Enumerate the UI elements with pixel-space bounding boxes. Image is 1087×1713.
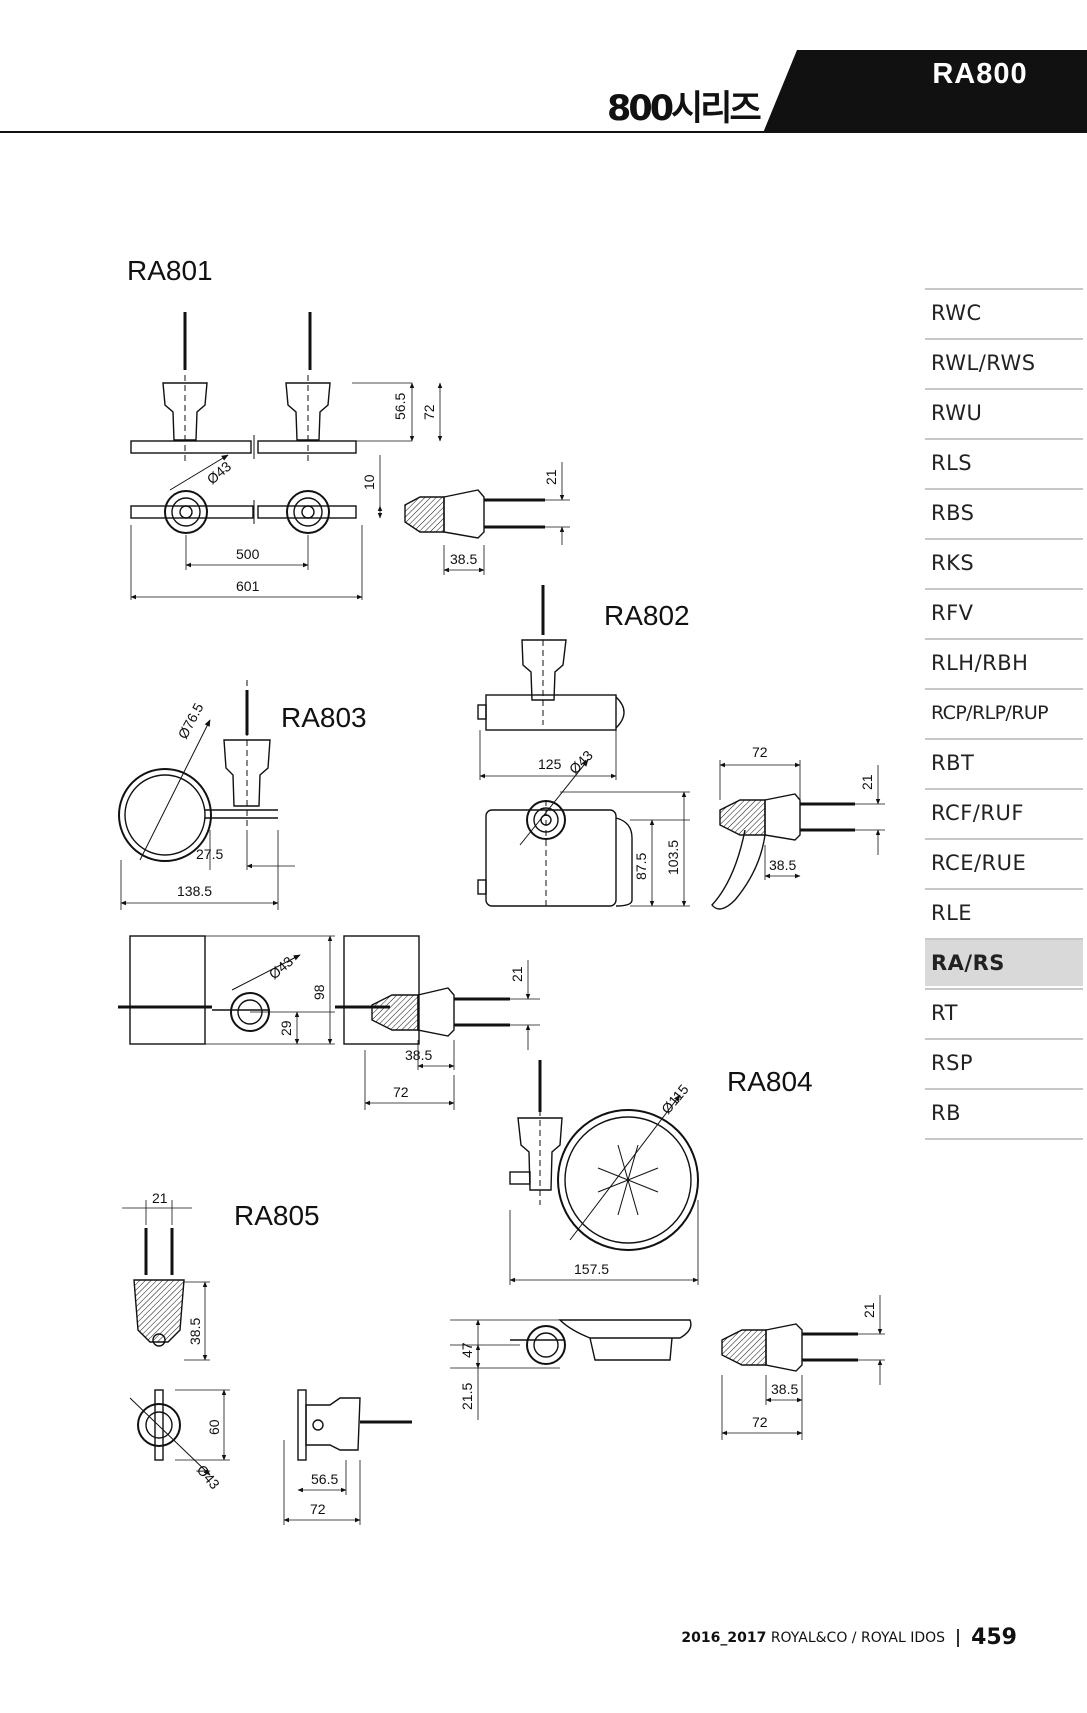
menu-item-rwu[interactable]: RWU — [925, 388, 1083, 436]
ra802-dim-dia43: Ø43 — [566, 747, 596, 777]
ra802-dim-125: 125 — [538, 756, 562, 772]
ra803-dim-29: 29 — [278, 1020, 294, 1036]
ra802-dim-87-5: 87.5 — [633, 853, 649, 880]
menu-item-rfv[interactable]: RFV — [925, 588, 1083, 636]
ra805-dim-60: 60 — [206, 1419, 222, 1435]
menu-item-rt[interactable]: RT — [925, 988, 1083, 1036]
ra804-dim-21-5: 21.5 — [459, 1383, 475, 1410]
model-label-ra805: RA805 — [234, 1200, 320, 1231]
model-label-ra801: RA801 — [127, 255, 213, 286]
series-title: 800시리즈 — [607, 89, 762, 129]
ra803-dim-27-5: 27.5 — [196, 846, 223, 862]
ra802-dim-103-5: 103.5 — [665, 840, 681, 875]
ra804-drawing — [450, 1060, 885, 1440]
ra801-dim-72: 72 — [421, 404, 437, 420]
ra804-dim-21: 21 — [861, 1302, 877, 1318]
menu-item-rls[interactable]: RLS — [925, 438, 1083, 486]
ra803-dim-21: 21 — [509, 966, 525, 982]
ra804-dim-72: 72 — [752, 1414, 768, 1430]
menu-item-rce-rue[interactable]: RCE/RUE — [925, 838, 1083, 886]
ra803-drawing — [118, 680, 540, 1110]
menu-item-ra-rs[interactable]: RA/RS — [925, 938, 1083, 986]
page-number: 459 — [971, 1625, 1017, 1650]
ra801-dim-56-5: 56.5 — [392, 393, 408, 420]
ra805-dim-72: 72 — [310, 1501, 326, 1517]
ra805-dim-dia43: Ø43 — [194, 1462, 223, 1493]
series-tab-shape — [763, 50, 1087, 133]
menu-item-rlh-rbh[interactable]: RLH/RBH — [925, 638, 1083, 686]
ra801-dim-21: 21 — [543, 469, 559, 485]
ra802-dim-72: 72 — [752, 744, 768, 760]
ra803-dim-138-5: 138.5 — [177, 883, 212, 899]
menu-item-rbt[interactable]: RBT — [925, 738, 1083, 786]
ra805-dim-21: 21 — [152, 1190, 168, 1206]
ra804-dim-47: 47 — [459, 1342, 475, 1358]
page-footer: 2016_2017 ROYAL&CO / ROYAL IDOS 459 — [681, 1625, 1017, 1650]
model-label-ra804: RA804 — [727, 1066, 813, 1097]
ra804-dim-38-5: 38.5 — [771, 1381, 798, 1397]
series-code: RA800 — [932, 58, 1028, 90]
menu-item-rle[interactable]: RLE — [925, 888, 1083, 936]
ra803-dim-dia76-5: Ø76.5 — [175, 700, 207, 741]
category-menu: RWC RWL/RWS RWU RLS RBS RKS RFV RLH/RBH … — [925, 288, 1083, 1140]
ra801-dim-38-5: 38.5 — [450, 551, 477, 567]
ra803-dim-dia43: Ø43 — [266, 953, 297, 982]
menu-item-rb[interactable]: RB — [925, 1088, 1083, 1136]
ra803-dim-98: 98 — [311, 984, 327, 1000]
menu-item-rks[interactable]: RKS — [925, 538, 1083, 586]
ra801-drawing — [130, 312, 570, 600]
menu-item-rbs[interactable]: RBS — [925, 488, 1083, 536]
ra805-dim-38-5: 38.5 — [187, 1318, 203, 1345]
ra804-dim-157-5: 157.5 — [574, 1261, 609, 1277]
ra802-dim-38-5: 38.5 — [769, 857, 796, 873]
footer-separator — [957, 1628, 960, 1647]
menu-item-rcp-rlp-rup[interactable]: RCP/RLP/RUP — [925, 688, 1083, 736]
footer-years: 2016_2017 — [681, 1629, 767, 1646]
menu-item-rwc[interactable]: RWC — [925, 288, 1083, 336]
menu-item-rcf-ruf[interactable]: RCF/RUF — [925, 788, 1083, 836]
ra801-dim-10: 10 — [361, 474, 377, 490]
ra802-dim-21: 21 — [859, 774, 875, 790]
ra801-dim-500: 500 — [236, 546, 260, 562]
ra805-drawing — [122, 1200, 412, 1525]
ra801-dim-601: 601 — [236, 578, 260, 594]
menu-end-rule — [925, 1138, 1083, 1140]
ra803-dim-38-5: 38.5 — [405, 1047, 432, 1063]
ra801-dim-dia43: Ø43 — [204, 458, 235, 487]
ra804-dim-dia115: Ø115 — [658, 1081, 692, 1117]
menu-item-rwl-rws[interactable]: RWL/RWS — [925, 338, 1083, 386]
ra803-dim-72: 72 — [393, 1084, 409, 1100]
footer-brand-name: ROYAL&CO / ROYAL IDOS — [770, 1629, 946, 1646]
ra805-dim-56-5: 56.5 — [311, 1471, 338, 1487]
model-label-ra802: RA802 — [604, 600, 690, 631]
header-rule — [0, 131, 1087, 133]
ra802-drawing — [477, 585, 885, 910]
footer-brand: 2016_2017 ROYAL&CO / ROYAL IDOS — [681, 1630, 945, 1646]
model-label-ra803: RA803 — [281, 702, 367, 733]
menu-item-rsp[interactable]: RSP — [925, 1038, 1083, 1086]
